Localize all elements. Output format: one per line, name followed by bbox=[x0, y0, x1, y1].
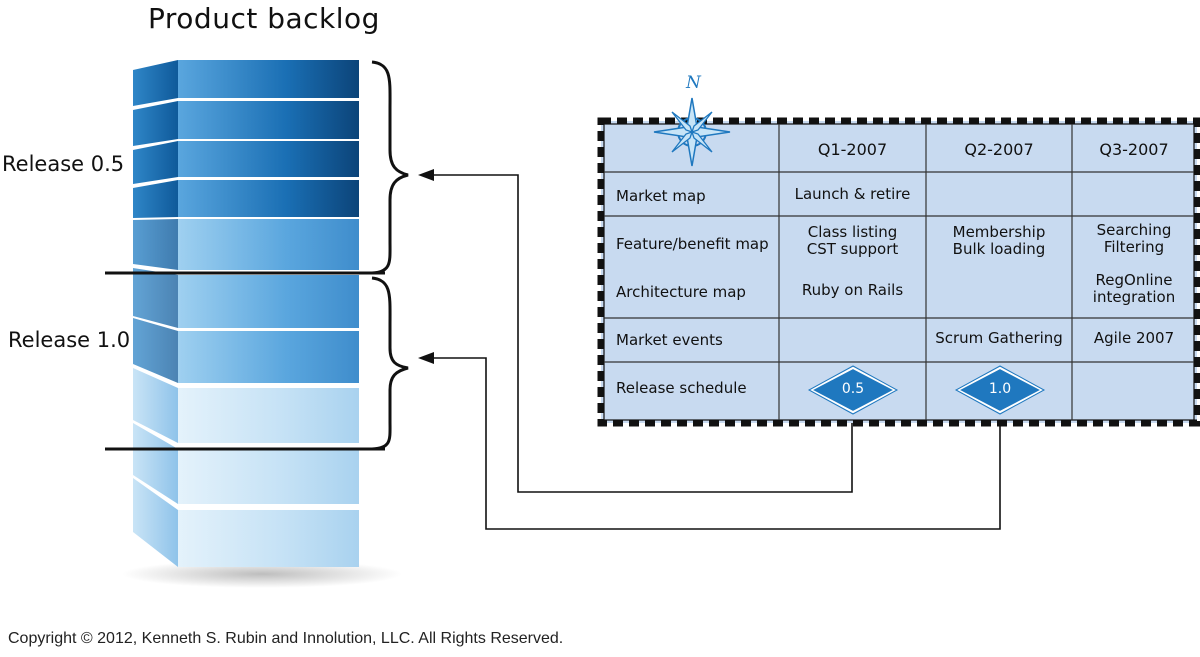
release-diamond-10 bbox=[954, 365, 1046, 415]
cell-architecture-q1: Ruby on Rails bbox=[801, 281, 904, 299]
cell-market-events-q3: Agile 2007 bbox=[1093, 329, 1175, 347]
arrow-head-10 bbox=[418, 352, 434, 364]
row-label-architecture-map: Architecture map bbox=[616, 283, 746, 301]
connector-release-10 bbox=[432, 357, 1001, 530]
connector-release-05 bbox=[432, 174, 853, 493]
row-label-market-map: Market map bbox=[616, 187, 706, 205]
backlog-item-light bbox=[133, 478, 359, 567]
release-diamond-10-label: 1.0 bbox=[988, 381, 1012, 397]
backlog-item-light bbox=[133, 423, 359, 504]
column-header-q3: Q3-2007 bbox=[1099, 140, 1169, 159]
release-diamond-05 bbox=[807, 365, 899, 415]
release-05-label: Release 0.5 bbox=[2, 152, 125, 176]
release-10-brace bbox=[371, 276, 409, 451]
backlog-item-mid bbox=[133, 219, 359, 270]
compass-letter: N bbox=[685, 73, 702, 93]
backlog-item-mid bbox=[133, 318, 359, 383]
cell-market-map-q1: Launch & retire bbox=[794, 185, 911, 203]
cell-architecture-q3: RegOnline integration bbox=[1092, 271, 1176, 306]
cell-feature-q2: Membership Bulk loading bbox=[952, 223, 1046, 258]
row-label-market-events: Market events bbox=[616, 331, 723, 349]
cell-market-events-q2: Scrum Gathering bbox=[935, 329, 1063, 347]
copyright-footer: Copyright © 2012, Kenneth S. Rubin and I… bbox=[8, 630, 564, 647]
roadmap-table bbox=[597, 117, 1200, 427]
release-05-brace bbox=[371, 60, 409, 275]
cell-feature-q1: Class listing CST support bbox=[806, 223, 899, 258]
column-header-q2: Q2-2007 bbox=[964, 140, 1034, 159]
backlog-item-dark bbox=[133, 141, 359, 184]
backlog-item-dark bbox=[133, 60, 359, 106]
backlog-item-dark bbox=[133, 101, 359, 146]
backlog-item-dark bbox=[133, 180, 359, 218]
compass-icon bbox=[653, 97, 731, 167]
release-diamond-05-label: 0.5 bbox=[841, 381, 865, 397]
column-header-q1: Q1-2007 bbox=[817, 140, 888, 159]
row-label-feature-benefit-map: Feature/benefit map bbox=[616, 235, 769, 253]
backlog-stack bbox=[133, 60, 359, 567]
release-10-label: Release 1.0 bbox=[8, 328, 131, 352]
arrow-head-05 bbox=[418, 169, 434, 181]
cell-feature-q3: Searching Filtering bbox=[1096, 221, 1172, 256]
backlog-item-mid bbox=[133, 268, 359, 328]
row-label-release-schedule: Release schedule bbox=[616, 379, 747, 397]
backlog-title: Product backlog bbox=[148, 2, 380, 35]
backlog-item-light bbox=[133, 368, 359, 443]
